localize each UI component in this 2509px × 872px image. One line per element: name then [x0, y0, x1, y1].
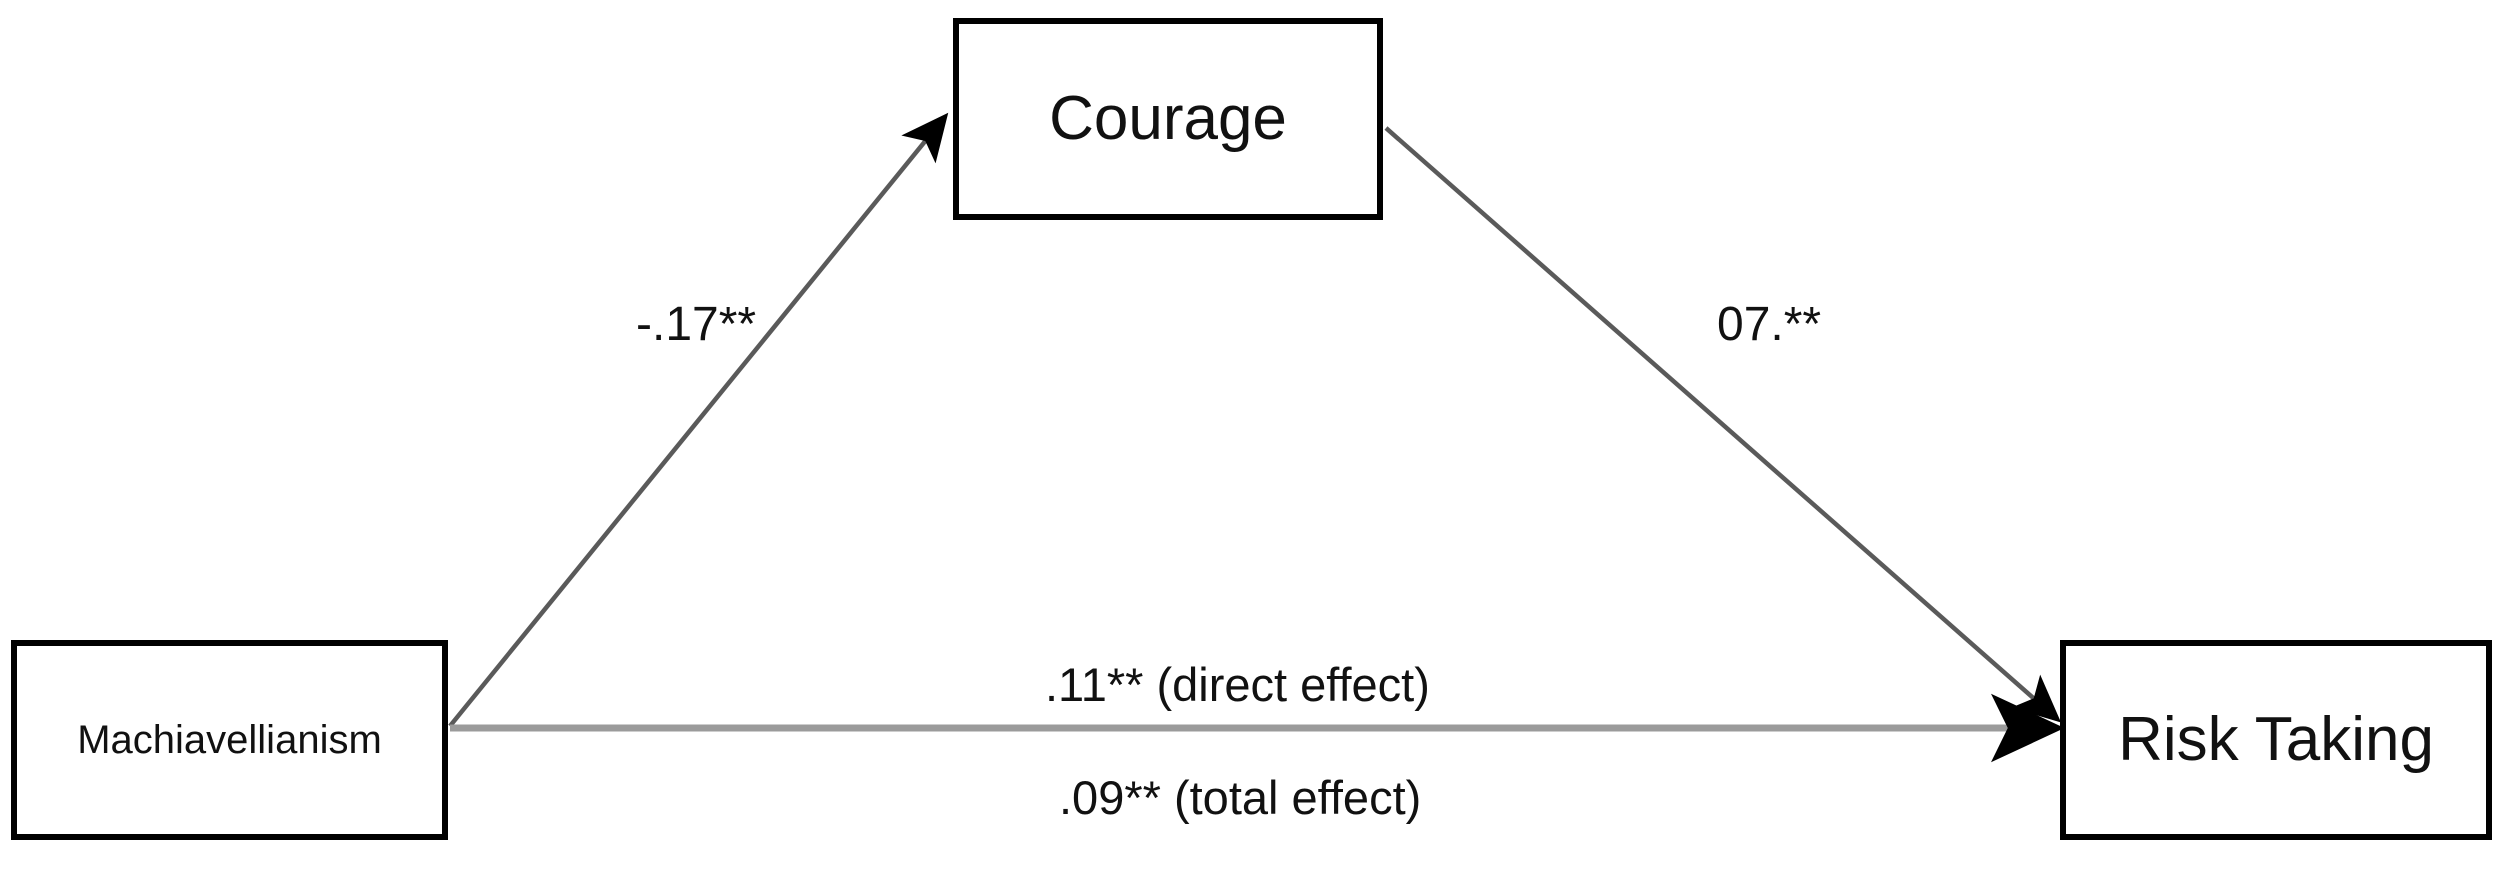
node-box-courage[interactable]: Courage — [953, 18, 1383, 220]
path-label-direct-effect: .11** (direct effect) — [1045, 658, 1430, 711]
node-label-risk-taking: Risk Taking — [2118, 704, 2434, 774]
node-box-machiavellianism[interactable]: Machiavellianism — [11, 640, 448, 840]
path-label-a-coefficient: -.17** — [636, 298, 757, 351]
node-label-machiavellianism: Machiavellianism — [77, 718, 382, 762]
path-label-total-effect: .09** (total effect) — [1059, 771, 1422, 824]
path-label-b-coefficient: 07.** — [1717, 298, 1822, 351]
path-line-a-machiavellianism-to-courage — [448, 112, 949, 728]
node-label-courage: Courage — [1049, 83, 1287, 153]
node-box-risk-taking[interactable]: Risk Taking — [2060, 640, 2492, 840]
path-line-b-courage-to-risktaking — [1384, 126, 2062, 723]
